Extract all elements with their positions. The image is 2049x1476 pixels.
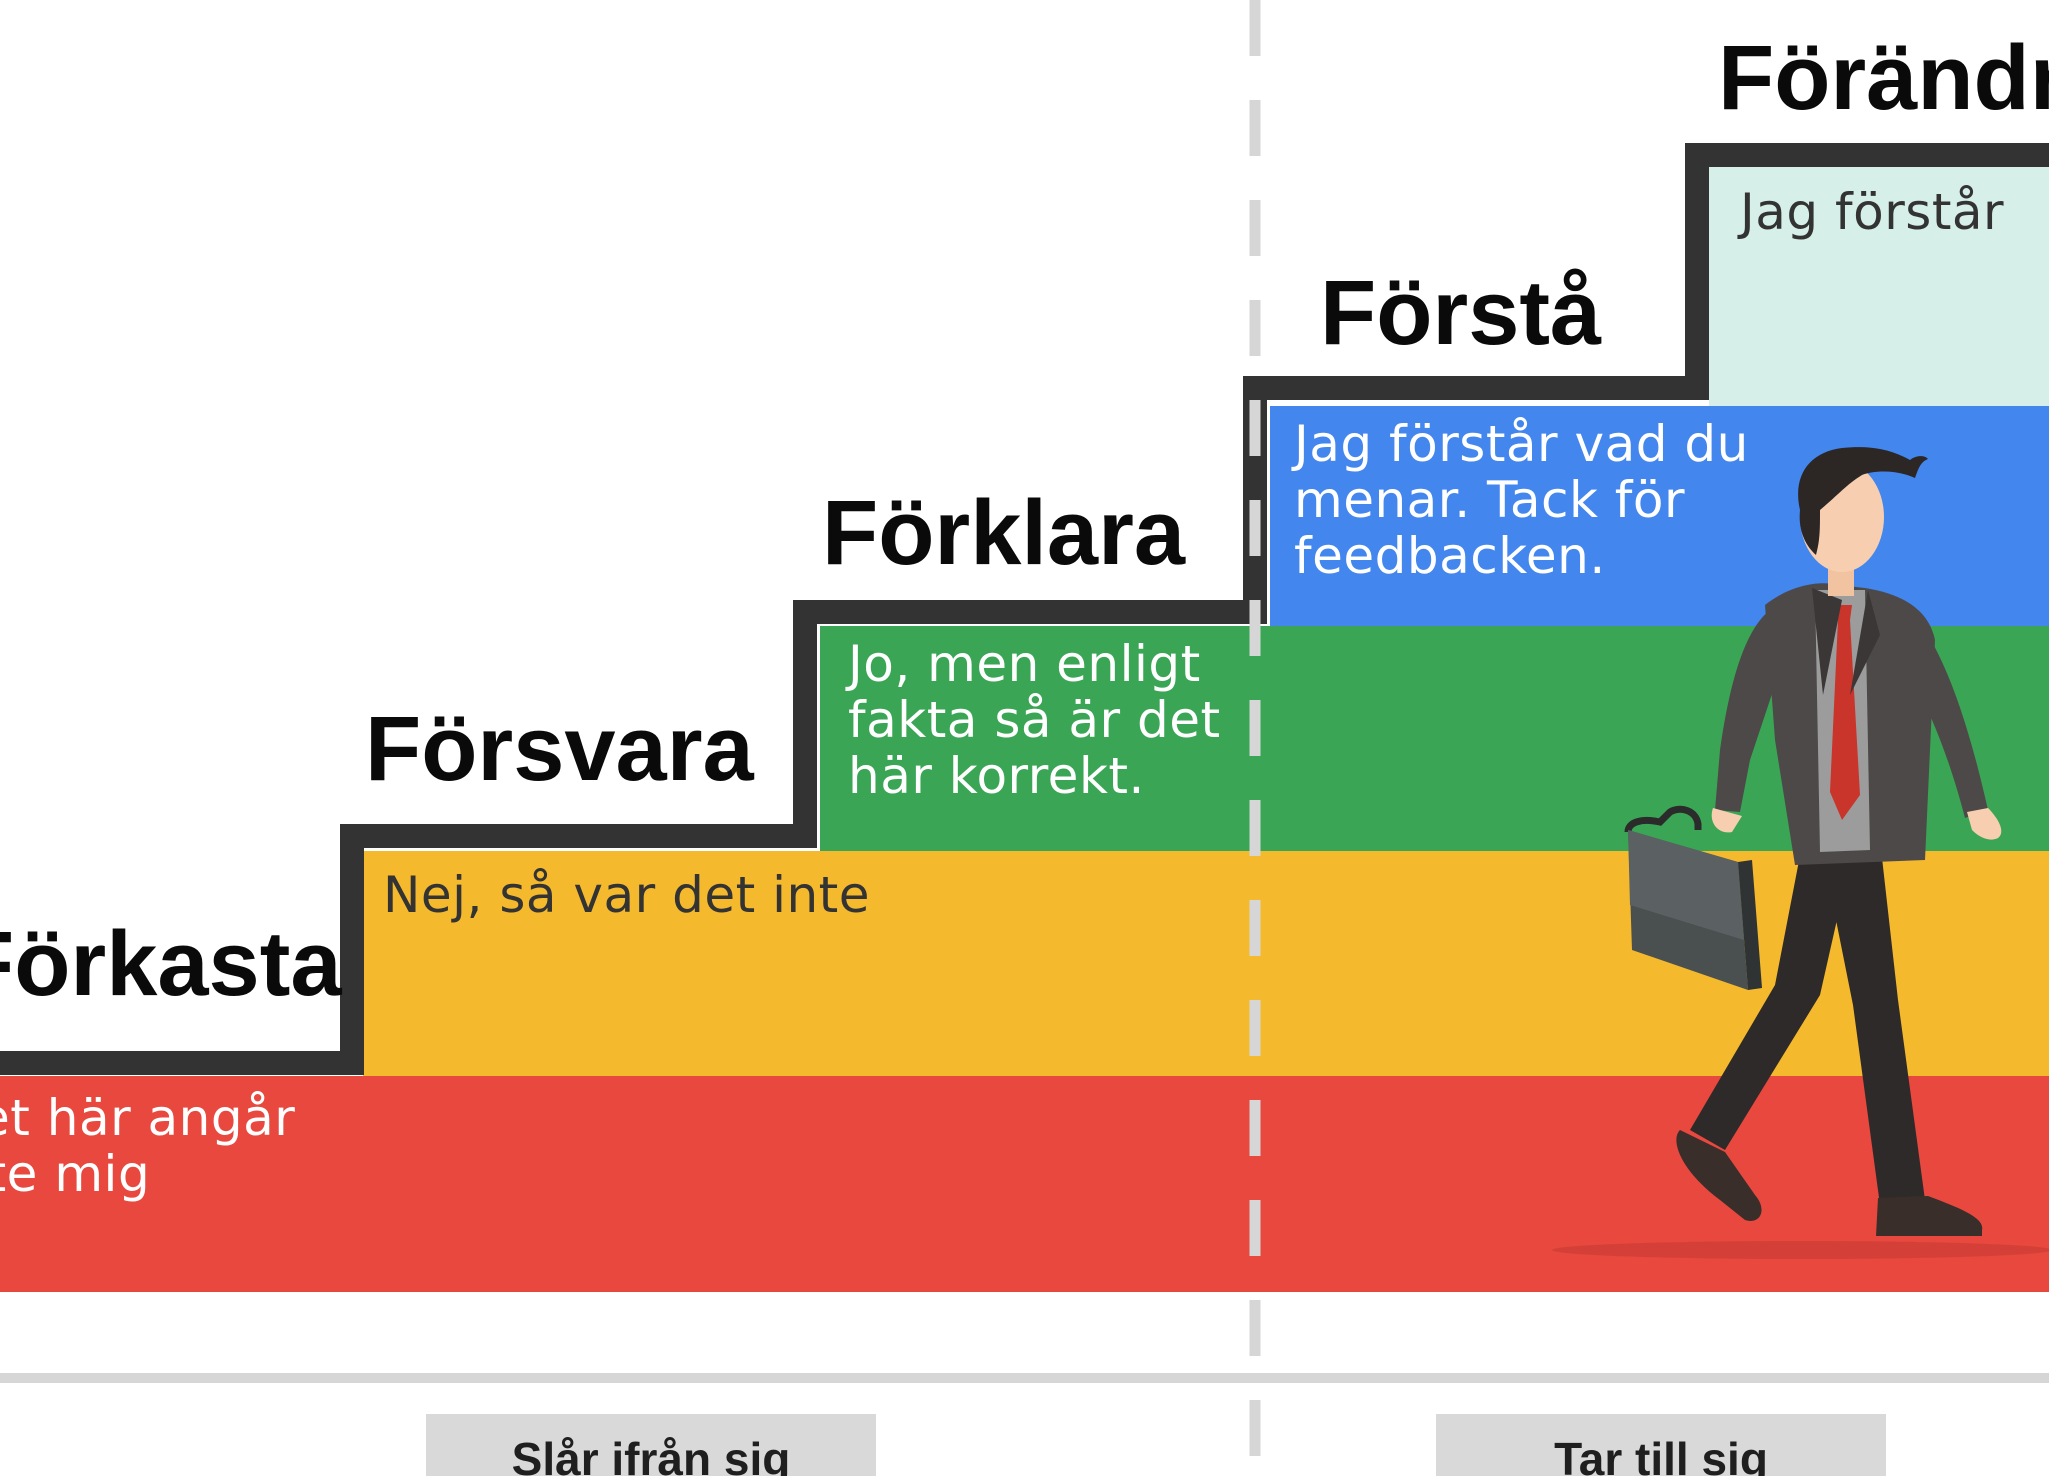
category-label-tar-till-sig: Tar till sig xyxy=(1436,1414,1886,1476)
figure-shadow xyxy=(1552,1241,2049,1259)
step-band-forandra xyxy=(1709,167,2049,406)
step-text-forklara: Jo, men enligt fakta så är det här korre… xyxy=(848,635,1221,805)
lapel-left xyxy=(1812,588,1842,695)
briefcase-handle xyxy=(1624,805,1702,833)
briefcase-flap xyxy=(1628,830,1744,940)
step-title-forandra: Förändra xyxy=(1718,27,2049,129)
step-text-forkasta: Det här angår inte mig xyxy=(0,1089,296,1203)
step-text-forsvara: Nej, så var det inte xyxy=(383,866,871,924)
category-label-slar-ifran-sig: Slår ifrån sig xyxy=(426,1414,876,1476)
back-shoe xyxy=(1676,1130,1762,1221)
front-shoe xyxy=(1876,1196,1983,1236)
hair xyxy=(1798,447,1928,555)
back-arm xyxy=(1715,610,1780,812)
lapel-right xyxy=(1850,590,1880,695)
step-title-forsta: Förstå xyxy=(1320,262,1602,364)
front-leg xyxy=(1820,840,1925,1205)
stair-line xyxy=(0,143,2049,1075)
horizontal-divider xyxy=(0,1373,2049,1383)
front-hand xyxy=(1967,808,2002,840)
step-title-forklara: Förklara xyxy=(822,482,1186,584)
briefcase-side xyxy=(1738,860,1762,990)
front-arm xyxy=(1912,630,1988,818)
step-title-forsvara: Försvara xyxy=(365,698,754,800)
walking-businessman-illustration xyxy=(1552,447,2049,1259)
step-band-forsta xyxy=(1270,406,2049,626)
step-title-forkasta: Förkasta xyxy=(0,913,342,1015)
tie xyxy=(1830,605,1860,820)
step-text-forsta: Jag förstår vad du menar. Tack för feedb… xyxy=(1294,415,1749,585)
back-leg xyxy=(1690,840,1855,1150)
step-text-forandra: Jag förstår xyxy=(1740,183,2005,241)
back-hand xyxy=(1711,808,1742,833)
